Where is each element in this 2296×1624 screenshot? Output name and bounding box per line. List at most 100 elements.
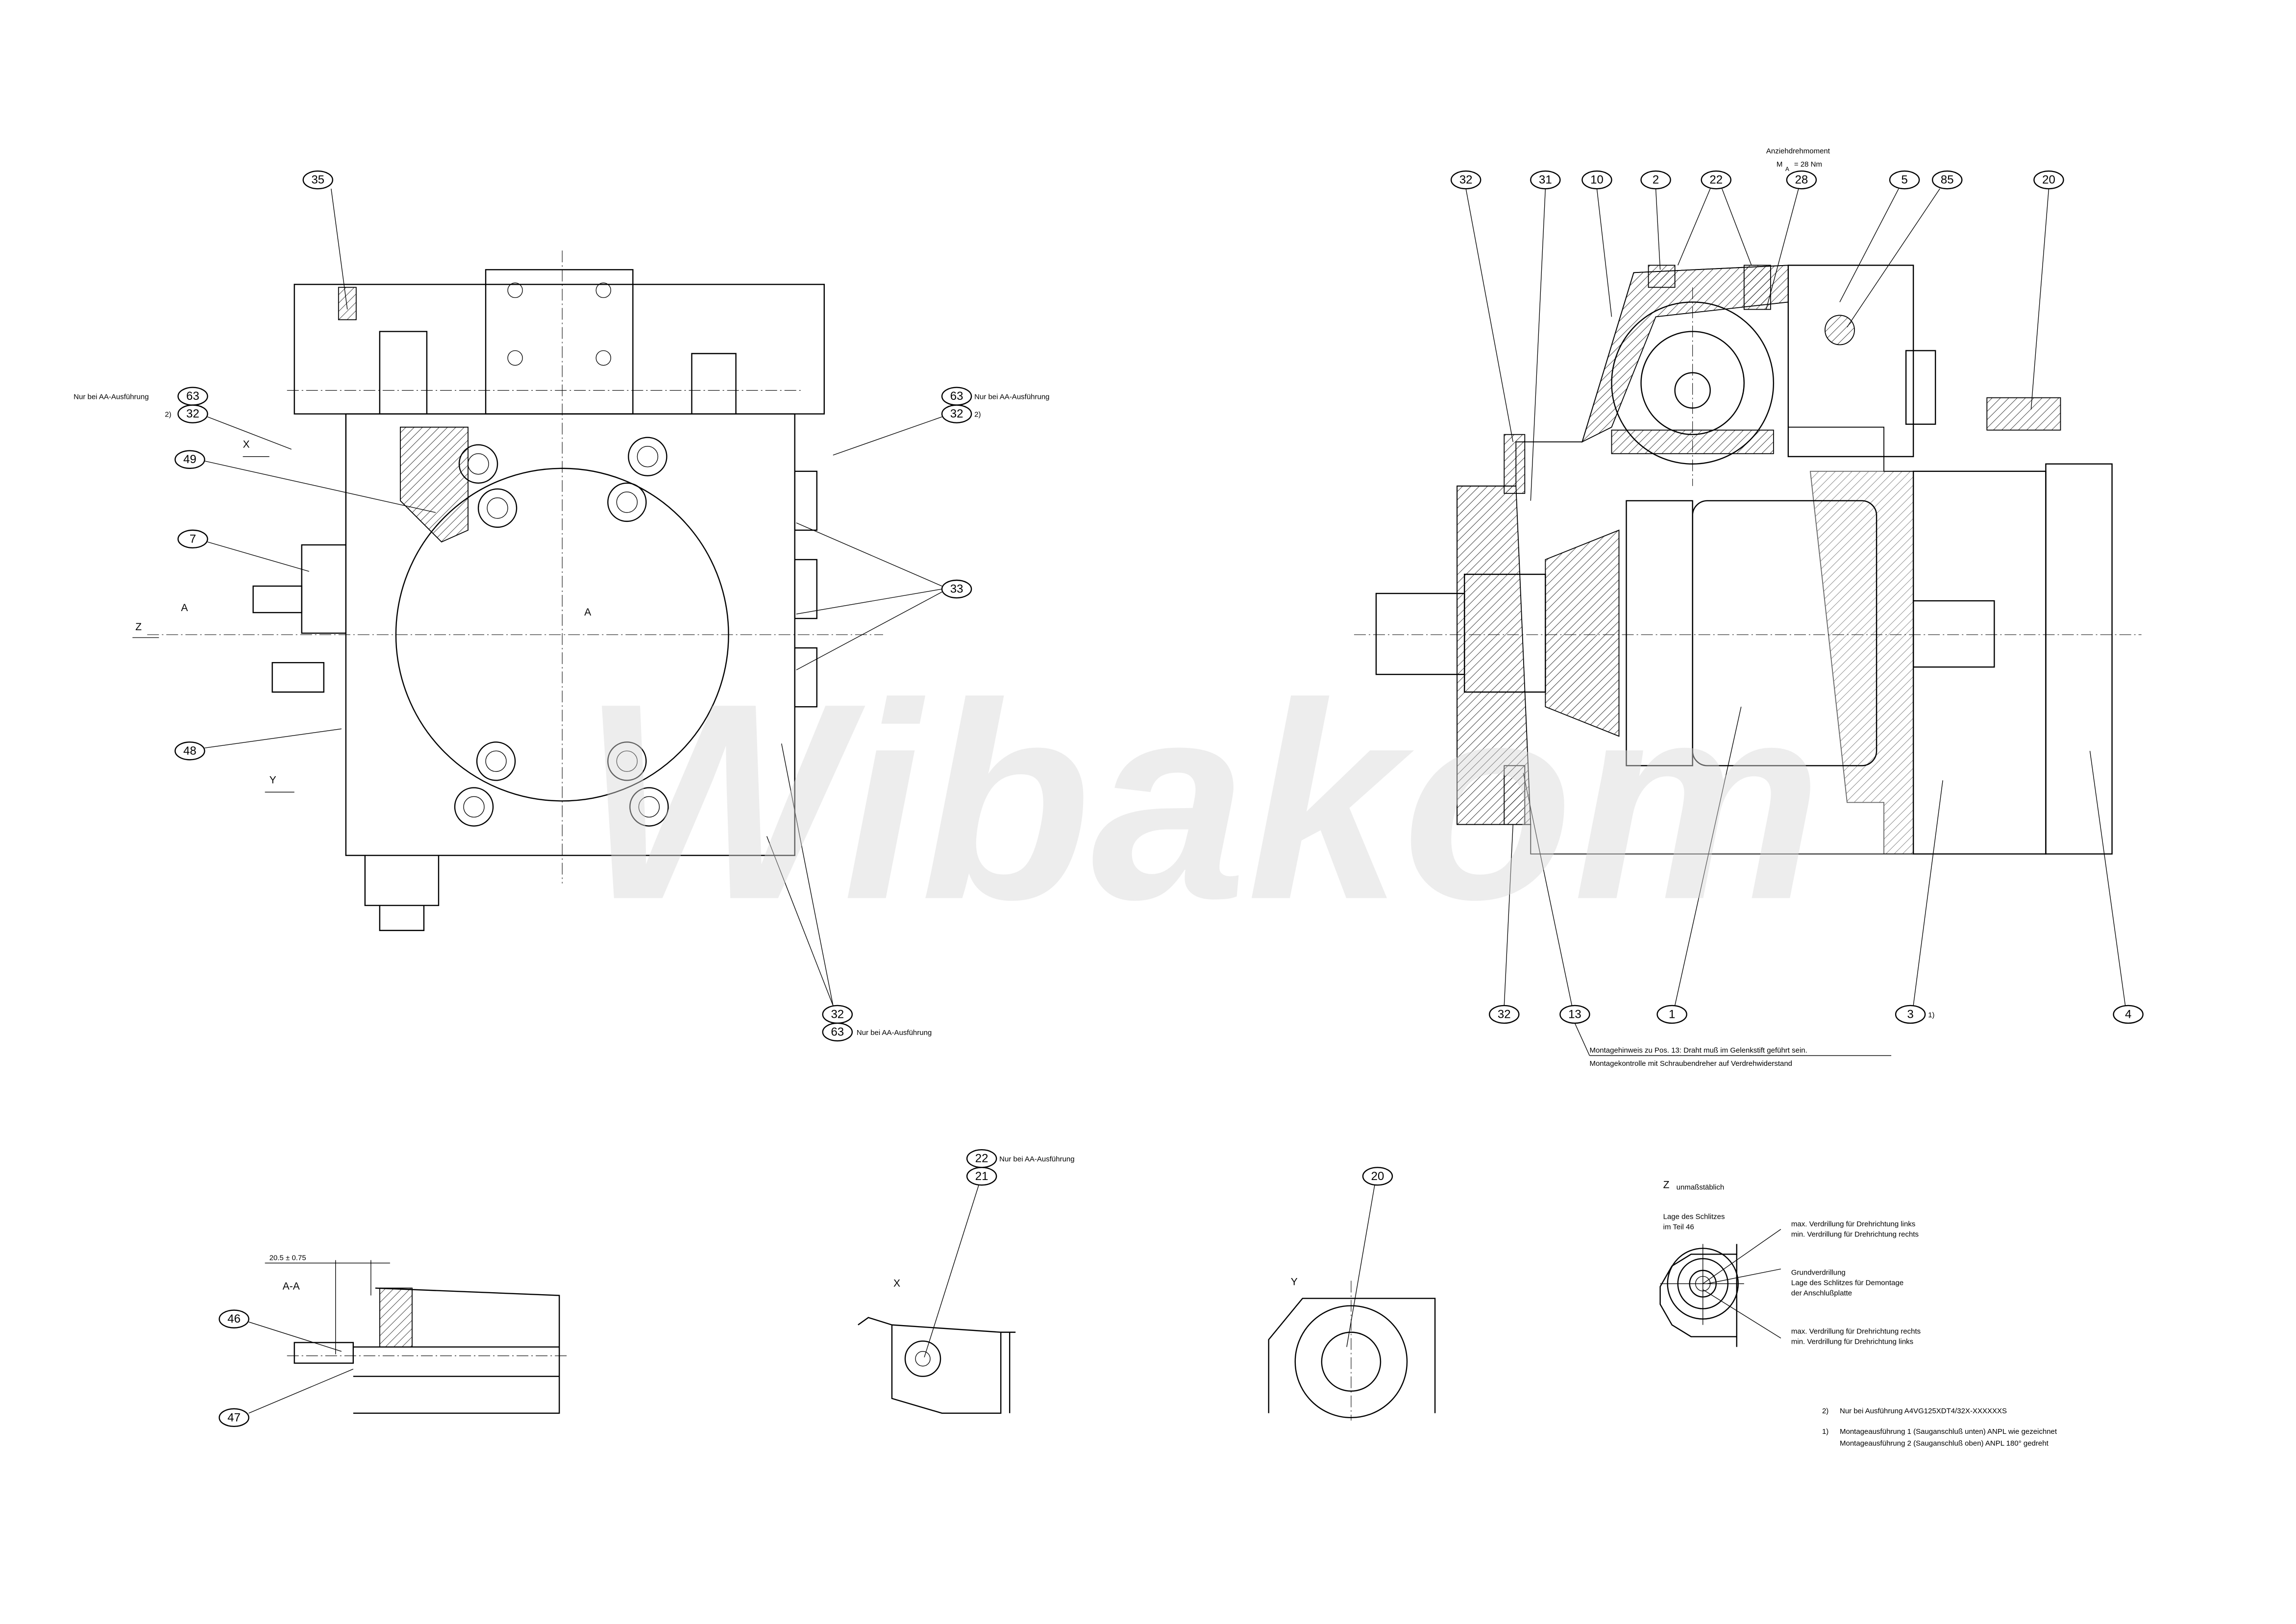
view-z-title: Z (1663, 1179, 1670, 1190)
footnote-1-line2: Montageausführung 2 (Sauganschluß oben) … (1840, 1439, 2049, 1448)
bolt-heads (454, 282, 669, 827)
balloon-63-right: 63 (941, 387, 972, 406)
svg-text:22: 22 (975, 1152, 988, 1165)
balloon-2: 2 (1640, 170, 1671, 190)
balloon-32-bottom: 32 (822, 1005, 853, 1024)
note-aa-right: Nur bei AA-Ausführung (974, 393, 1049, 401)
balloon-7: 7 (177, 529, 208, 549)
svg-text:13: 13 (1568, 1008, 1581, 1021)
view-marker-y: Y (270, 774, 276, 786)
balloon-46: 46 (219, 1309, 249, 1329)
balloon-35: 35 (302, 170, 333, 190)
svg-text:63: 63 (831, 1025, 844, 1038)
balloon-28: 28 (1786, 170, 1817, 190)
balloon-20-y: 20 (1362, 1167, 1393, 1186)
svg-text:1: 1 (1669, 1008, 1675, 1021)
svg-text:35: 35 (311, 173, 324, 187)
slot-label-line2: im Teil 46 (1663, 1223, 1694, 1231)
svg-text:46: 46 (227, 1312, 241, 1326)
note-aa-bottom: Nur bei AA-Ausführung (857, 1029, 932, 1037)
balloon-63-left: 63 (177, 387, 208, 406)
balloon-13: 13 (1559, 1005, 1590, 1024)
balloon-31: 31 (1530, 170, 1561, 190)
assembly-note-line2: Montagekontrolle mit Schraubendreher auf… (1589, 1059, 1792, 1068)
pump-front-view (147, 250, 883, 931)
callout-top-line1: max. Verdrillung für Drehrichtung links (1791, 1220, 1915, 1228)
view-y: Y 20 (1268, 1167, 1436, 1421)
callout-bottom-line1: max. Verdrillung für Drehrichtung rechts (1791, 1328, 1921, 1336)
balloon-47: 47 (219, 1408, 249, 1427)
callout-mid-line3: der Anschlußplatte (1791, 1289, 1852, 1298)
footnote-mark: 1) (1928, 1011, 1934, 1019)
torque-value: = 28 Nm (1794, 160, 1822, 169)
dimension-text: 20.5 ± 0.75 (270, 1254, 306, 1262)
svg-text:28: 28 (1795, 173, 1808, 187)
balloon-10: 10 (1581, 170, 1612, 190)
svg-text:47: 47 (227, 1411, 241, 1424)
section-marker-a2: A (584, 607, 591, 618)
svg-text:48: 48 (183, 744, 197, 758)
balloon-21: 21 (966, 1167, 997, 1186)
svg-text:21: 21 (975, 1170, 988, 1183)
svg-text:20: 20 (1371, 1170, 1384, 1183)
balloon-85: 85 (1932, 170, 1963, 190)
svg-text:4: 4 (2125, 1008, 2131, 1021)
balloon-32-bottom: 32 (1489, 1005, 1520, 1024)
svg-text:32: 32 (950, 407, 963, 420)
assembly-note-line1: Montagehinweis zu Pos. 13: Draht muß im … (1589, 1046, 1807, 1055)
balloon-22-x: 22 (966, 1149, 997, 1168)
torque-symbol: M (1777, 160, 1783, 169)
footnote-1-line1: Montageausführung 1 (Sauganschluß unten)… (1840, 1427, 2057, 1436)
footnote-1-mark: 1) (1822, 1427, 1828, 1436)
svg-text:10: 10 (1590, 173, 1604, 187)
svg-text:3: 3 (1907, 1008, 1913, 1021)
svg-text:63: 63 (186, 390, 199, 403)
callout-bottom-line2: min. Verdrillung für Drehrichtung links (1791, 1338, 1913, 1346)
footnotes: 2) Nur bei Ausführung A4VG125XDT4/32X-XX… (1822, 1407, 2057, 1448)
footnote-mark: 2) (165, 411, 171, 419)
section-aa-view: 20.5 ± 0.75 A-A 46 47 (219, 1254, 567, 1427)
note-aa-left: Nur bei AA-Ausführung (74, 393, 148, 401)
svg-text:22: 22 (1709, 173, 1723, 187)
slot-label-line1: Lage des Schlitzes (1663, 1212, 1725, 1221)
svg-text:5: 5 (1901, 173, 1907, 187)
note-aa-x: Nur bei AA-Ausführung (999, 1155, 1074, 1163)
callout-mid-line2: Lage des Schlitzes für Demontage (1791, 1279, 1903, 1287)
view-x: X 22 Nur bei AA-Ausführung 21 (858, 1149, 1075, 1414)
footnote-2-text: Nur bei Ausführung A4VG125XDT4/32X-XXXXX… (1840, 1407, 2007, 1415)
balloon-63-bottom: 63 (822, 1022, 853, 1042)
balloon-48: 48 (174, 741, 205, 761)
view-x-title: X (893, 1278, 900, 1289)
balloon-32-right: 32 (941, 404, 972, 423)
balloon-33: 33 (941, 579, 972, 599)
svg-text:2: 2 (1653, 173, 1659, 187)
torque-note-title: Anziehdrehmoment (1766, 147, 1830, 155)
svg-text:63: 63 (950, 390, 963, 403)
svg-text:85: 85 (1941, 173, 1954, 187)
svg-text:32: 32 (1498, 1008, 1511, 1021)
svg-text:32: 32 (186, 407, 199, 420)
svg-text:31: 31 (1539, 173, 1552, 187)
section-aa-title: A-A (283, 1281, 300, 1292)
callout-mid-line1: Grundverdrillung (1791, 1269, 1846, 1277)
balloon-32-left: 32 (177, 404, 208, 423)
view-marker-x: X (243, 439, 250, 450)
view-y-title: Y (1291, 1277, 1298, 1288)
svg-text:32: 32 (1459, 173, 1473, 187)
balloon-1: 1 (1656, 1005, 1687, 1024)
balloon-49: 49 (174, 450, 205, 469)
view-z: Z unmaßstäblich Lage des Schlitzes im Te… (1659, 1179, 1921, 1347)
balloon-32-top: 32 (1450, 170, 1481, 190)
balloon-5: 5 (1889, 170, 1920, 190)
footnote-2-mark: 2) (1822, 1407, 1828, 1415)
left-view-callouts: 35 Nur bei AA-Ausführung 63 2) 32 63 Nur… (74, 170, 1050, 1042)
pump-section-view (1354, 265, 2142, 855)
view-marker-z: Z (135, 621, 142, 633)
svg-text:33: 33 (950, 583, 963, 596)
svg-text:32: 32 (831, 1008, 844, 1021)
svg-text:20: 20 (2042, 173, 2055, 187)
balloon-3: 3 (1895, 1005, 1926, 1024)
section-marker-a: A (181, 602, 188, 614)
balloon-4: 4 (2113, 1005, 2144, 1024)
